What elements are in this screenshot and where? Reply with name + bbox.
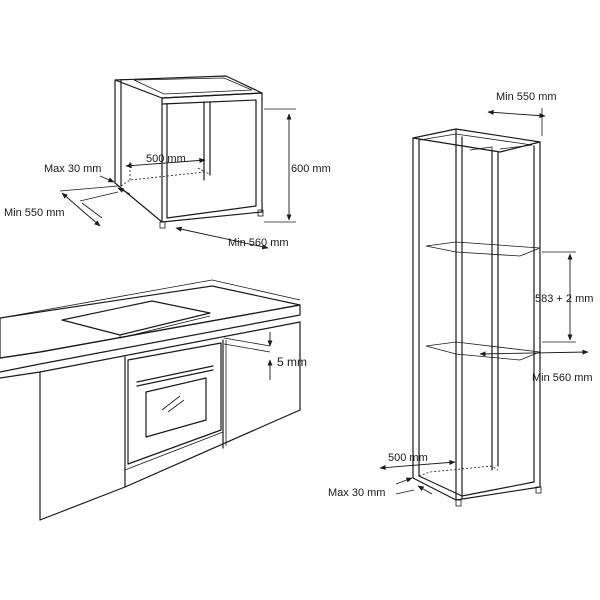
cabinet-left-post (114, 79, 122, 187)
label-dim-inner-width: 500 mm (388, 452, 428, 464)
countertop-back-line (0, 279, 213, 319)
kickboard (124, 431, 224, 471)
cabinet-front-post-right (255, 92, 263, 213)
cabinet-back-post (203, 101, 211, 181)
dim-5mm: 5 mm (267, 332, 307, 380)
label-dim-clearance: 5 mm (277, 355, 307, 369)
dim-min560-right: Min 560 mm (479, 349, 593, 384)
column-front-post-left (455, 128, 463, 501)
label-dim-height: 600 mm (291, 163, 331, 175)
shelf-lower (425, 341, 541, 361)
label-dim-width: Min 560 mm (532, 372, 593, 384)
oven-front (127, 342, 222, 465)
dim-max30-top-left: Max 30 mm (44, 163, 131, 195)
label-dim-opening: 583 + 2 mm (535, 293, 593, 305)
dim-min560-top-left: Min 560 mm (175, 226, 289, 250)
clearance-lines (223, 337, 271, 353)
oven-handle (136, 365, 214, 387)
under-counter-cabinet (59, 75, 264, 229)
dim-500-right: 500 mm (379, 452, 456, 471)
built-in-oven-scene (0, 279, 301, 521)
dim-600-height: 600 mm (264, 108, 331, 223)
hob-plate (133, 77, 253, 95)
dim-min550-top-left: Min 550 mm (4, 192, 103, 227)
column-front-post-right (533, 141, 541, 488)
column-foot (535, 486, 542, 494)
countertop (0, 285, 301, 359)
label-dim-depth: Min 550 mm (4, 207, 65, 219)
column-top (412, 128, 541, 153)
column-bottom (412, 475, 541, 501)
label-dim-gap: Max 30 mm (44, 163, 101, 175)
label-dim-gap: Max 30 mm (328, 487, 385, 499)
dim-min550-right: Min 550 mm (487, 91, 557, 136)
cabinet-foot (159, 221, 166, 229)
column-top-inner (419, 133, 533, 150)
column-back-post (491, 149, 499, 471)
countertop-edge (0, 304, 301, 373)
column-inner-floor (418, 465, 499, 477)
label-dim-depth-top: Min 550 mm (496, 91, 557, 103)
hob (61, 300, 211, 336)
hob-edge (119, 315, 211, 339)
cabinet-foot (257, 209, 264, 217)
cabinet-bottom-rail (114, 182, 263, 223)
label-dim-width: 500 mm (146, 153, 186, 165)
column-left-post (412, 137, 420, 479)
dim-500-top-left: 500 mm (125, 153, 206, 169)
column-foot (455, 499, 462, 507)
shelf-upper (425, 241, 541, 257)
wall-line (211, 279, 301, 301)
column-top-detail (469, 146, 493, 152)
oven-window (145, 377, 207, 438)
inner-floor-outline (120, 171, 211, 187)
label-dim-outer-width: Min 560 mm (228, 237, 289, 249)
dim-max30-right: Max 30 mm (328, 477, 433, 499)
cabinet-top-rail (161, 92, 263, 105)
tall-column-cabinet (412, 128, 542, 507)
oven-glare (161, 395, 185, 413)
cabinet-body (39, 321, 301, 521)
floor-line (39, 409, 301, 521)
dim-583-opening: 583 + 2 mm (535, 251, 593, 343)
inner-back-outline (129, 162, 206, 180)
